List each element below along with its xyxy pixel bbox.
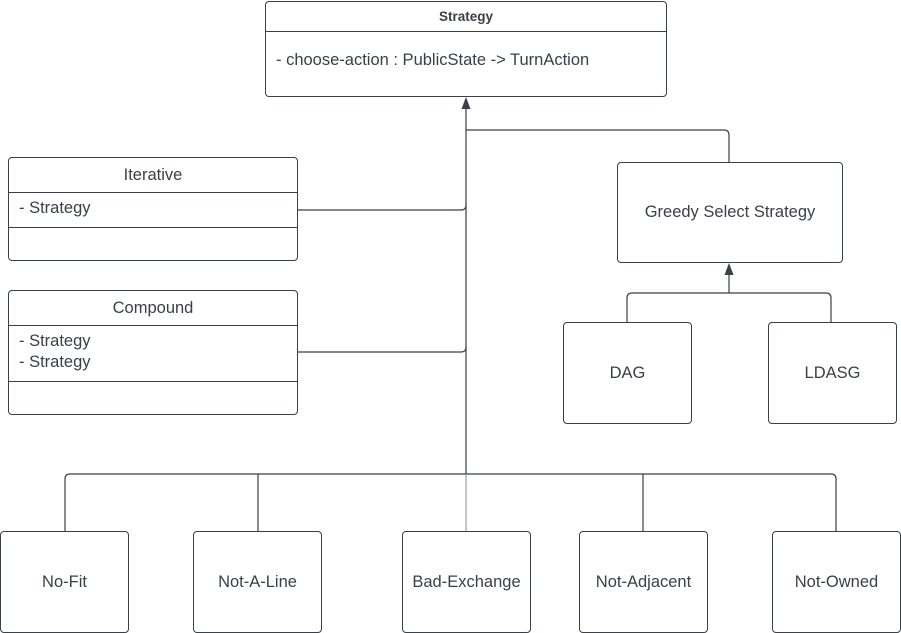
strategy-class-title: Strategy [266, 2, 666, 32]
strategy-class-members: - choose-action : PublicState -> TurnAct… [266, 32, 666, 71]
compound-connector [298, 346, 467, 353]
dag-box[interactable]: DAG [563, 322, 692, 424]
not-adjacent-box[interactable]: Not-Adjacent [579, 531, 708, 633]
iterative-class-methods [9, 228, 297, 260]
compound-class-methods [9, 382, 297, 414]
iterative-attribute: - Strategy [19, 199, 91, 217]
dag-connector [626, 292, 832, 322]
ldasg-box[interactable]: LDASG [768, 322, 897, 424]
not-a-line-box[interactable]: Not-A-Line [193, 531, 322, 633]
iterative-connector [298, 204, 467, 211]
compound-attribute-2: - Strategy [19, 353, 91, 371]
bottom-bus-line [64, 473, 837, 531]
greedy-arrowhead [724, 263, 734, 275]
not-owned-box[interactable]: Not-Owned [772, 531, 901, 633]
iterative-class[interactable]: Iterative - Strategy [8, 157, 298, 261]
compound-class[interactable]: Compound - Strategy - Strategy [8, 290, 298, 415]
bad-exchange-box[interactable]: Bad-Exchange [402, 531, 531, 633]
strategy-arrowhead [461, 97, 471, 109]
compound-attribute-1: - Strategy [19, 332, 91, 350]
compound-class-title: Compound [9, 291, 297, 326]
strategy-class[interactable]: Strategy - choose-action : PublicState -… [265, 1, 667, 97]
no-fit-box[interactable]: No-Fit [0, 531, 129, 633]
iterative-class-title: Iterative [9, 158, 297, 193]
greedy-connector [466, 129, 730, 162]
greedy-select-strategy-box[interactable]: Greedy Select Strategy [617, 162, 843, 263]
compound-class-attributes: - Strategy - Strategy [9, 326, 297, 382]
strategy-method: - choose-action : PublicState -> TurnAct… [276, 51, 590, 69]
iterative-class-attributes: - Strategy [9, 193, 297, 228]
